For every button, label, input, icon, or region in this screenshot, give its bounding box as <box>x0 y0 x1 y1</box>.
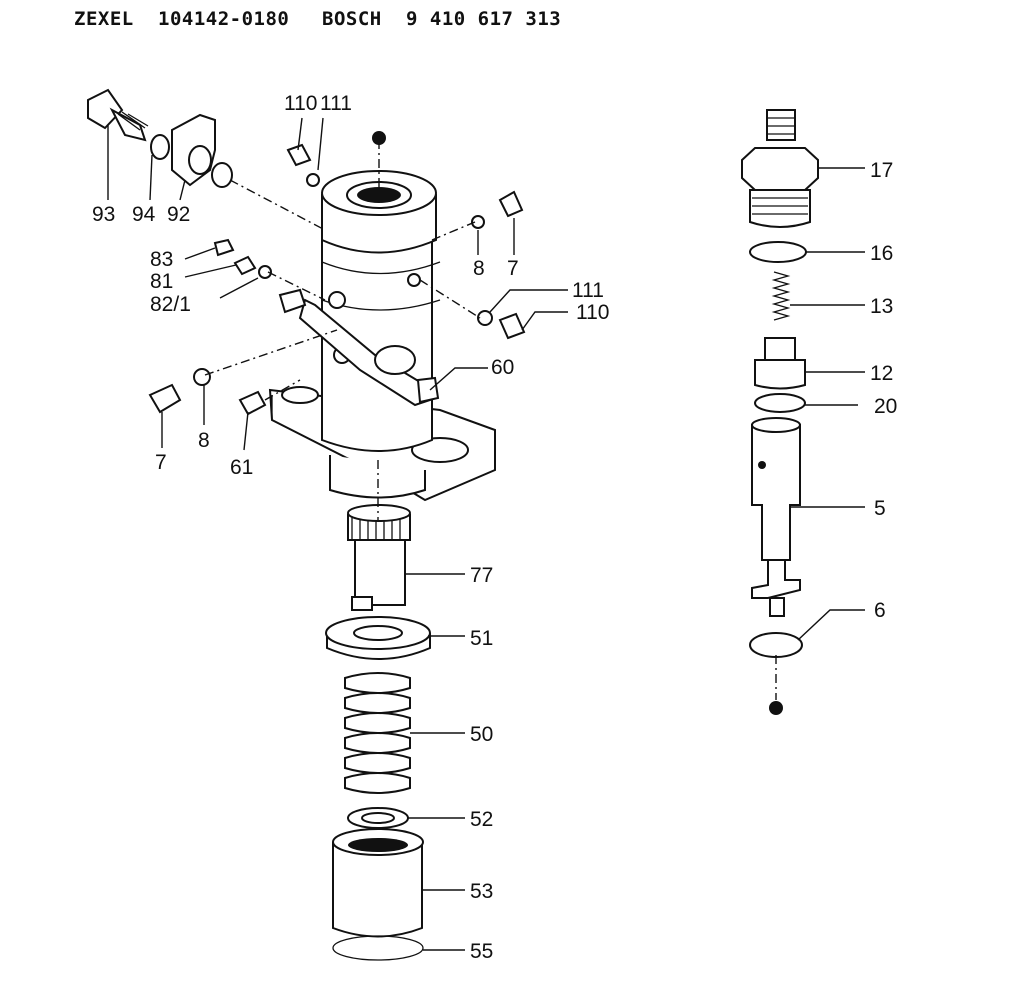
spring-seat-51 <box>325 616 431 660</box>
screw-parts-left <box>148 143 320 416</box>
callout-12: 12 <box>870 362 893 385</box>
callout-7-left: 7 <box>155 451 167 474</box>
reference-dot-top <box>372 131 386 145</box>
callout-111-top: 111 <box>320 92 352 115</box>
header-brand-zexel: ZEXEL <box>74 8 134 30</box>
screw-parts-right <box>471 190 526 340</box>
lower-spring-seat-52 <box>347 807 409 829</box>
callout-110-right: 110 <box>576 301 609 324</box>
callout-8-right: 8 <box>473 257 485 280</box>
reference-dot-right <box>769 701 783 715</box>
pump-housing <box>268 170 496 502</box>
assembly-centerlines <box>204 140 777 700</box>
callout-labels: 93 94 92 110 111 83 81 82/1 8 7 111 110 … <box>92 92 897 963</box>
plunger-spring-50 <box>344 672 411 794</box>
callout-92: 92 <box>167 203 190 226</box>
callout-93: 93 <box>92 203 115 226</box>
callout-17: 17 <box>870 159 893 182</box>
callout-8-left: 8 <box>198 429 210 452</box>
delivery-valve-holder-17 <box>741 109 819 228</box>
callout-60: 60 <box>491 356 514 379</box>
header-brand-bosch: BOSCH <box>322 8 382 30</box>
banjo-fitting-group <box>87 88 233 188</box>
plunger-barrel-5 <box>751 417 801 617</box>
valve-spring-13 <box>771 271 791 321</box>
callout-6: 6 <box>874 599 886 622</box>
callout-13: 13 <box>870 295 893 318</box>
control-sleeve-77 <box>347 504 411 611</box>
callout-94: 94 <box>132 203 156 226</box>
washer-6 <box>749 632 803 658</box>
callout-55: 55 <box>470 940 493 963</box>
header-zexel-part-number: 104142-0180 <box>158 8 290 30</box>
callout-77: 77 <box>470 564 493 587</box>
snap-ring-55 <box>332 935 424 961</box>
delivery-valve-12 <box>754 337 806 390</box>
callout-50: 50 <box>470 723 493 746</box>
callout-53: 53 <box>470 880 493 903</box>
gasket-16 <box>749 241 807 263</box>
callout-52: 52 <box>470 808 493 831</box>
callout-20: 20 <box>874 395 897 418</box>
callout-111-right: 111 <box>572 279 604 302</box>
callout-81: 81 <box>150 270 173 293</box>
callout-7-right: 7 <box>507 257 519 280</box>
callout-110-top: 110 <box>284 92 317 115</box>
tappet-53 <box>332 828 424 938</box>
callout-61: 61 <box>230 456 253 479</box>
callout-16: 16 <box>870 242 893 265</box>
leader-lines <box>107 117 865 951</box>
callout-83: 83 <box>150 248 173 271</box>
callout-5: 5 <box>874 497 886 520</box>
o-ring-20 <box>754 393 806 413</box>
header-bosch-part-number: 9 410 617 313 <box>406 8 562 30</box>
callout-51: 51 <box>470 627 493 650</box>
callout-82-1: 82/1 <box>150 293 191 316</box>
